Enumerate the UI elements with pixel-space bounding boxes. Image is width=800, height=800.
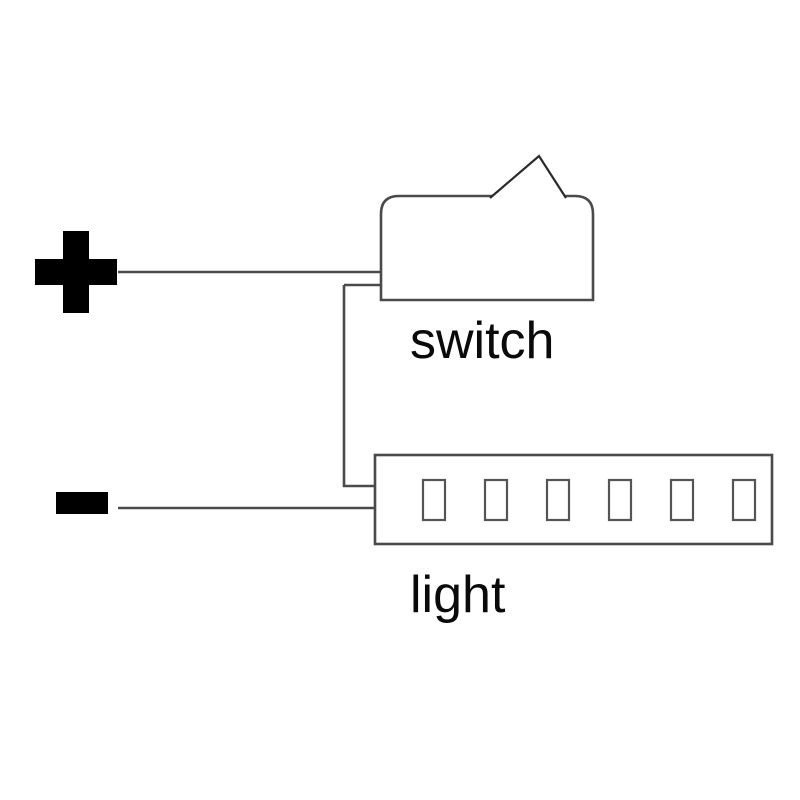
light-component[interactable]: [373, 453, 774, 546]
light-label: light: [410, 566, 506, 624]
wire-switch-to-light: [342, 285, 375, 488]
switch-body[interactable]: [379, 194, 595, 302]
led-segment: [731, 478, 757, 522]
led-segment: [607, 478, 633, 522]
wire-group: [118, 270, 381, 510]
plus-terminal-icon: [35, 231, 117, 313]
minus-terminal-icon: [56, 492, 108, 514]
led-segment: [669, 478, 695, 522]
switch-component[interactable]: [379, 154, 595, 302]
led-segment-group: [421, 478, 757, 522]
led-segment: [545, 478, 571, 522]
plus-vertical-bar: [63, 231, 89, 313]
switch-rocker-icon[interactable]: [489, 154, 567, 199]
switch-label: switch: [410, 312, 554, 370]
led-segment: [421, 478, 447, 522]
led-segment: [483, 478, 509, 522]
